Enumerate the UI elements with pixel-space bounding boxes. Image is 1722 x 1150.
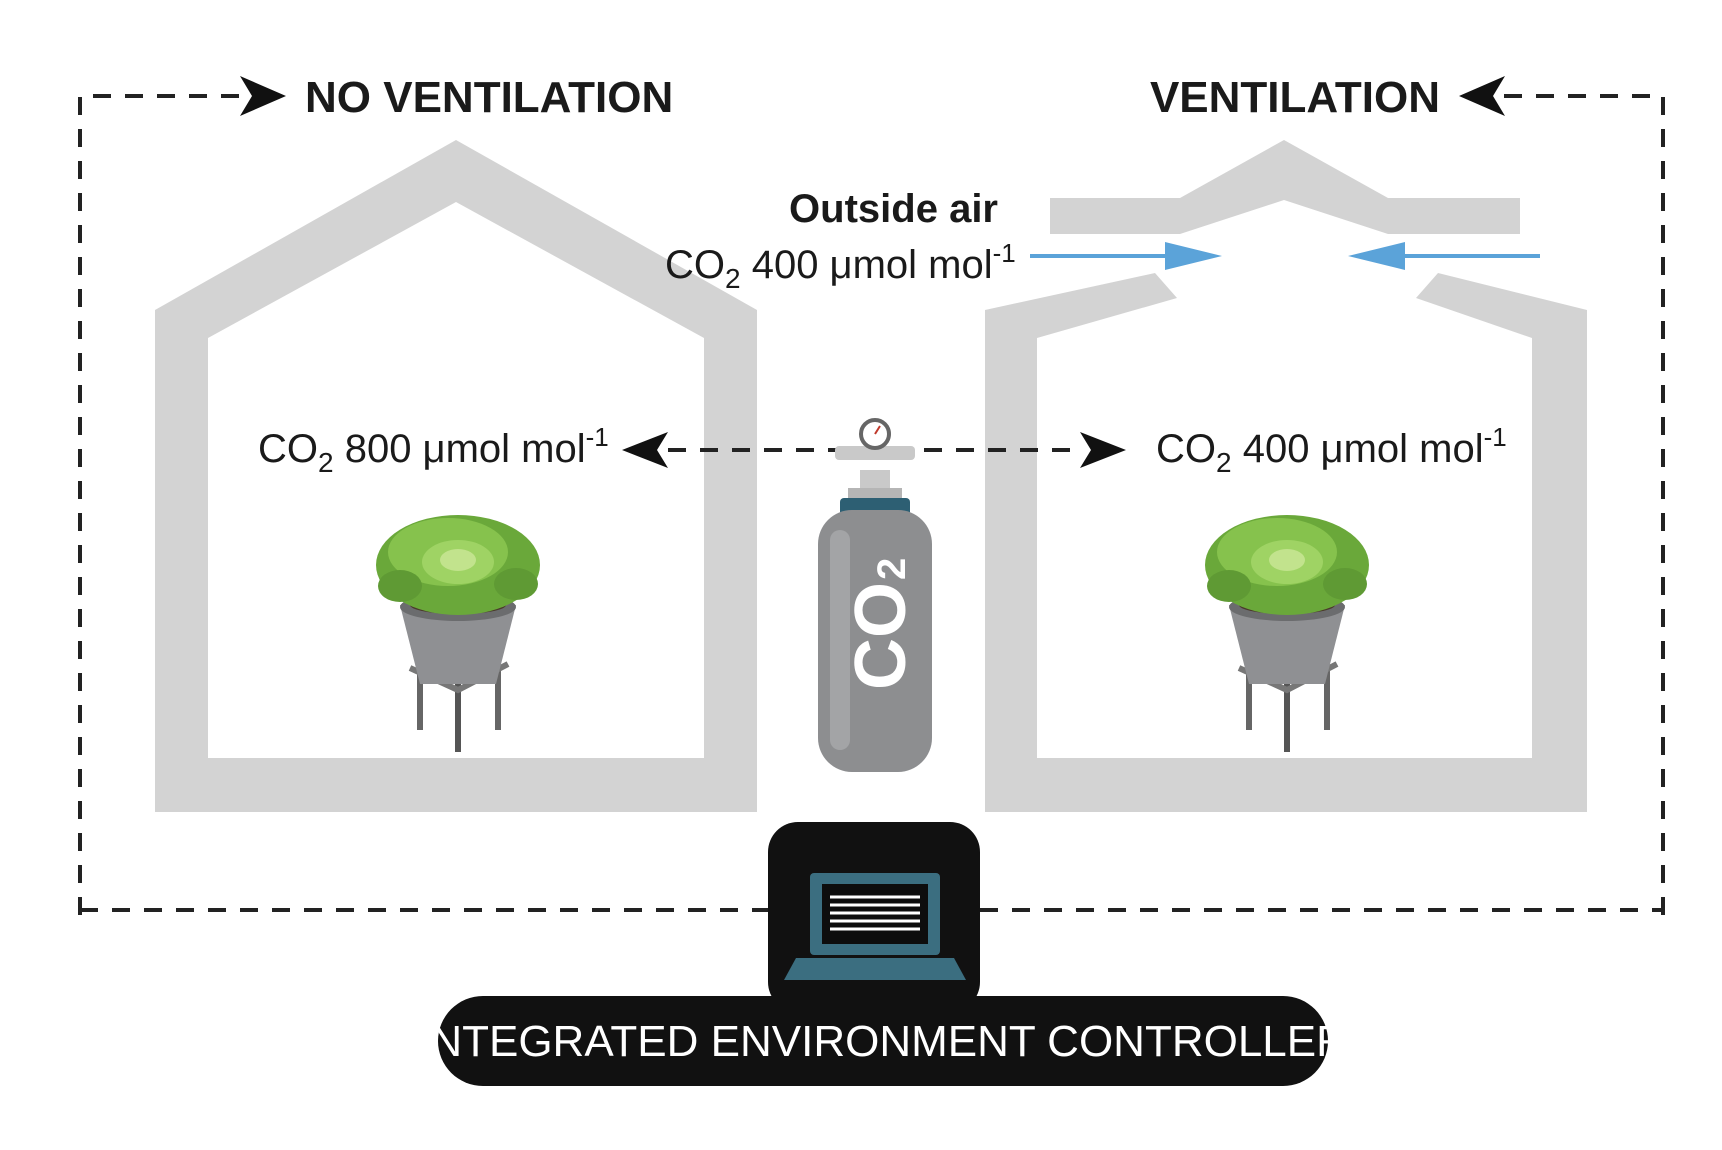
greenhouse-right bbox=[985, 273, 1587, 812]
lettuce-plant-icon-right bbox=[1205, 515, 1369, 752]
svg-text:2: 2 bbox=[870, 558, 914, 580]
laptop-icon bbox=[784, 873, 966, 980]
controller-box: INTEGRATED ENVIRONMENT CONTROLLER bbox=[418, 822, 1348, 1086]
co2-tank-icon: CO 2 bbox=[818, 418, 932, 772]
no-ventilation-title: NO VENTILATION bbox=[305, 73, 673, 122]
greenhouse-right-roof-vent bbox=[1050, 140, 1520, 234]
outside-air-arrows bbox=[1030, 242, 1540, 270]
loop-arrow-head-left bbox=[240, 76, 286, 116]
ventilation-title: VENTILATION bbox=[1150, 73, 1440, 122]
svg-text:CO: CO bbox=[841, 582, 921, 690]
controller-label: INTEGRATED ENVIRONMENT CONTROLLER bbox=[418, 1017, 1348, 1066]
outside-air-label: Outside air bbox=[789, 187, 998, 231]
control-loop bbox=[78, 94, 1665, 915]
outside-co2-label: CO2 400 μmol mol-1 bbox=[665, 238, 1016, 294]
right-co2-label: CO2 400 μmol mol-1 bbox=[1156, 422, 1507, 478]
lettuce-plant-icon bbox=[376, 515, 540, 752]
left-co2-label: CO2 800 μmol mol-1 bbox=[258, 422, 609, 478]
loop-arrow-head-right bbox=[1459, 76, 1505, 116]
